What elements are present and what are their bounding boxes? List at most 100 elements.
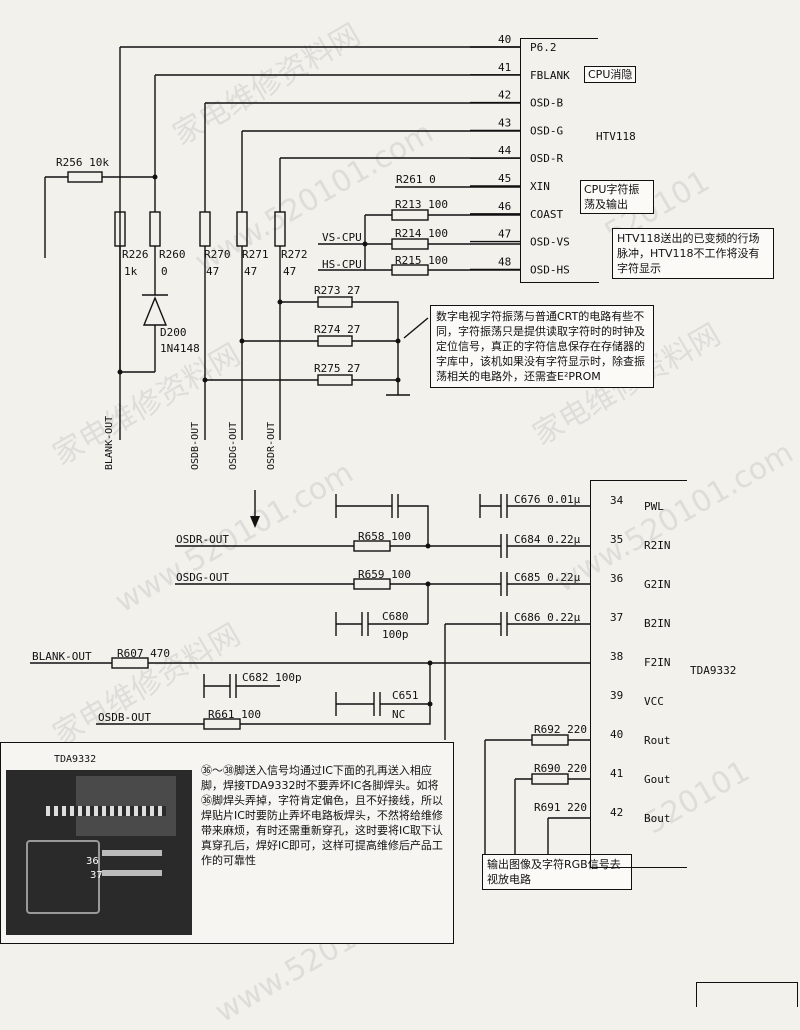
r270-value: 47: [206, 265, 219, 278]
net-osdr-out: OSDR-OUT: [176, 533, 229, 546]
tda9332-pin-38-name: F2IN: [644, 656, 671, 669]
c680-value: 100p: [382, 628, 409, 641]
tda9332-label: TDA9332: [690, 664, 736, 677]
c682-label: C682 100p: [242, 671, 302, 684]
tda9332-pin-35-name: R2IN: [644, 539, 671, 552]
net-osdg-out: OSDG-OUT: [176, 571, 229, 584]
ic-photo: 36 37: [6, 770, 192, 935]
r691-label: R691 220: [534, 801, 587, 814]
tda9332-pin-40-num: 40: [610, 728, 623, 741]
r275-label: R275 27: [314, 362, 360, 375]
htv118-top-edge: [520, 38, 598, 39]
r226-value: 1k: [124, 265, 138, 278]
r659-label: R659 100: [358, 568, 411, 581]
tda9332-pin-39-name: VCC: [644, 695, 664, 708]
tda9332-pin-39-num: 39: [610, 689, 623, 702]
htv118-pin-43-num: 43: [498, 116, 511, 129]
tda9332-pin-34-name: PWL: [644, 500, 664, 513]
r271-label: R271: [242, 248, 269, 261]
note-main: 数字电视字符振荡与普通CRT的电路有些不同，字符振荡只是提供读取字符时的时钟及定…: [430, 305, 654, 388]
tda9332-pin-38-num: 38: [610, 650, 623, 663]
tda9332-pin-35-num: 35: [610, 533, 623, 546]
net-hs-cpu: HS-CPU: [322, 258, 362, 271]
htv118-pin-41-num: 41: [498, 61, 511, 74]
htv118-label: HTV118: [596, 130, 636, 143]
schematic-svg: 40P6.241FBLANK42OSD-B43OSD-G44OSD-R45XIN…: [30, 33, 736, 860]
net-osdg-out-v: OSDG-OUT: [228, 422, 239, 470]
c676-label: C676 0.01μ: [514, 493, 581, 506]
r260-label: R260: [159, 248, 186, 261]
r271-value: 47: [244, 265, 257, 278]
htv118-pin-41-name: FBLANK: [530, 69, 570, 82]
htv118-pin-45-num: 45: [498, 172, 511, 185]
d200-value: 1N4148: [160, 342, 200, 355]
tda9332-pin-41-num: 41: [610, 767, 623, 780]
htv118-pin-46-name: COAST: [530, 208, 563, 221]
htv118-pin-47-num: 47: [498, 228, 511, 241]
r690-label: R690 220: [534, 762, 587, 775]
c685-label: C685 0.22μ: [514, 571, 581, 584]
r274-label: R274 27: [314, 323, 360, 336]
net-osdr-out-v: OSDR-OUT: [266, 422, 277, 470]
d200-label: D200: [160, 326, 187, 339]
c651-label: C651: [392, 689, 419, 702]
htv118-pin-48-name: OSD-HS: [530, 263, 570, 276]
htv118-pin-46-num: 46: [498, 200, 511, 213]
r270-label: R270: [204, 248, 231, 261]
r692-label: R692 220: [534, 723, 587, 736]
r661-label: R661 100: [208, 708, 261, 721]
r658-label: R658 100: [358, 530, 411, 543]
down-arrow-icon: [250, 516, 260, 528]
c686-label: C686 0.22μ: [514, 611, 581, 624]
tda9332-pin-37-name: B2IN: [644, 617, 671, 630]
net-vs-cpu: VS-CPU: [322, 231, 362, 244]
htv118-pin-40-name: P6.2: [530, 41, 557, 54]
note-rgb-out: 输出图像及字符RGB信号去视放电路: [482, 854, 632, 890]
htv118-pin-47-name: OSD-VS: [530, 236, 570, 249]
tda9332-pin-40-name: Rout: [644, 734, 671, 747]
tda9332-pin-42-num: 42: [610, 806, 623, 819]
r213-label: R213 100: [395, 198, 448, 211]
net-blank-out-v: BLANK-OUT: [104, 416, 115, 470]
r607-label: R607 470: [117, 647, 170, 660]
htv118-pin-44-name: OSD-R: [530, 152, 563, 165]
r226-label: R226: [122, 248, 149, 261]
note-solder-text: ㊱～㊳脚送入信号均通过IC下面的孔再送入相应脚，焊接TDA9332时不要弄坏IC…: [201, 764, 443, 867]
net-blank-out: BLANK-OUT: [32, 650, 92, 663]
diode-d200: [142, 294, 168, 326]
htv118-pin-40-num: 40: [498, 33, 511, 46]
r273-label: R273 27: [314, 284, 360, 297]
tda9332-pin-34-num: 34: [610, 494, 624, 507]
tda9332-pin-42-name: Bout: [644, 812, 671, 825]
tda9332-body: [590, 480, 687, 868]
r272-label: R272: [281, 248, 308, 261]
net-osdb-out: OSDB-OUT: [98, 711, 151, 724]
tda9332-pins: 34 PWL 35 R2IN 36 G2IN 37 B2IN 38 F2IN 39 VCC 40 Rout…: [610, 494, 671, 825]
r261-label: R261 0: [396, 173, 436, 186]
htv118-pin-42-name: OSD-B: [530, 97, 563, 110]
note-cpu-blank: CPU消隐: [584, 66, 637, 83]
c684-label: C684 0.22μ: [514, 533, 581, 546]
photo-pin-a: 36: [86, 856, 99, 867]
photo-pin-b: 37: [90, 870, 103, 881]
schematic-page: 家电维修资料网 www.520101.com 520101 家电维修资料网 ww…: [0, 17, 799, 1030]
r215-label: R215 100: [395, 254, 448, 267]
tda9332-pin-36-name: G2IN: [644, 578, 671, 591]
r260-value: 0: [161, 265, 168, 278]
net-osdb-out-v: OSDB-OUT: [190, 422, 201, 470]
c680-label: C680: [382, 610, 409, 623]
htv118-pin-45-name: XIN: [530, 180, 550, 193]
note-cpu-osc: CPU字符振荡及输出: [580, 180, 654, 214]
r256-label: R256 10k: [56, 156, 109, 169]
r214-label: R214 100: [395, 227, 448, 240]
r272-value: 47: [283, 265, 296, 278]
htv118-pin-42-num: 42: [498, 89, 511, 102]
tda9332-pin-41-name: Gout: [644, 773, 671, 786]
tda9332-pin-37-num: 37: [610, 611, 623, 624]
htv118-pin-48-num: 48: [498, 255, 511, 268]
htv118-body: [520, 38, 599, 283]
corner-box: [696, 982, 798, 1007]
htv118-pin-43-name: OSD-G: [530, 124, 563, 137]
c651-value: NC: [392, 708, 405, 721]
tda9332-pin-36-num: 36: [610, 572, 623, 585]
